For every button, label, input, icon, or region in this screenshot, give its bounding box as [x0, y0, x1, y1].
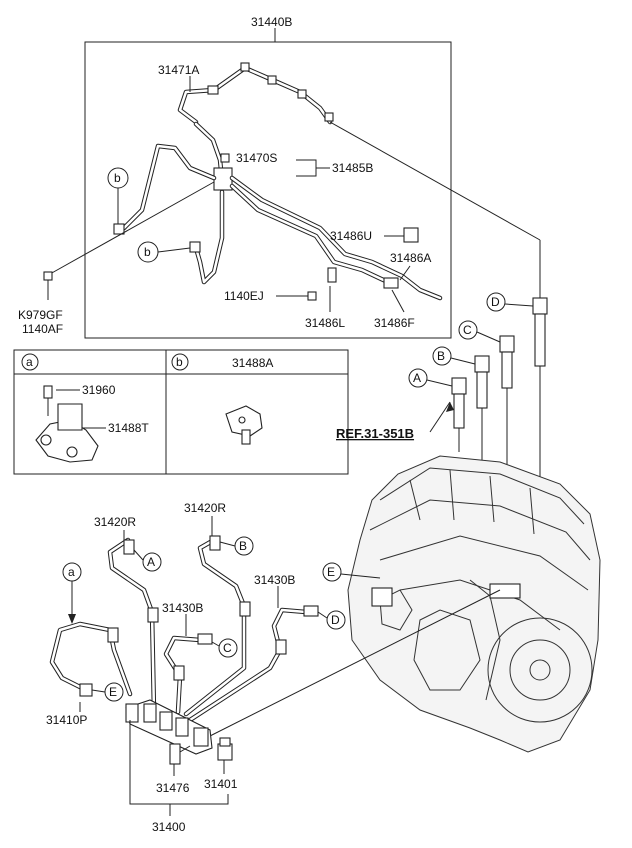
- label-31471A[interactable]: 31471A: [158, 63, 199, 77]
- label-31485B[interactable]: 31485B: [332, 161, 373, 175]
- label-1140EJ[interactable]: 1140EJ: [224, 289, 264, 303]
- label-1140AF[interactable]: 1140AF: [22, 322, 63, 336]
- callout-A-pipe-label: A: [147, 555, 155, 569]
- detail-b-callout[interactable]: [171, 353, 189, 371]
- reference-label[interactable]: REF.31-351B: [336, 401, 454, 441]
- clip-31488A[interactable]: [225, 405, 263, 445]
- callout-D-injector[interactable]: [486, 292, 506, 312]
- detail-a-label: a: [26, 355, 33, 369]
- return-pipe-31471A[interactable]: [177, 65, 333, 125]
- callout-C-pipe-label: C: [223, 641, 232, 655]
- callout-C-injector[interactable]: [458, 320, 478, 340]
- label-31476[interactable]: 31476: [156, 781, 190, 795]
- label-31488A[interactable]: 31488A: [232, 356, 273, 370]
- label-31430B-1[interactable]: 31430B: [162, 601, 203, 615]
- high-pressure-lines: 31420R A 31420R B 31430B C 31430B D: [46, 501, 501, 834]
- label-K979GF[interactable]: K979GF: [18, 308, 63, 322]
- callout-E-pipe-label: E: [109, 685, 117, 699]
- return-hose-assembly: 31440B 31471A 31470S 31485B: [43, 15, 541, 339]
- label-31960[interactable]: 31960: [82, 383, 116, 397]
- label-31486U[interactable]: 31486U: [330, 229, 372, 243]
- callout-C-injector-label: C: [463, 323, 472, 337]
- callout-B-injector-label: B: [437, 349, 445, 363]
- pipe-31430B-D[interactable]: [187, 607, 309, 723]
- label-31486L[interactable]: 31486L: [305, 316, 345, 330]
- label-31401[interactable]: 31401: [204, 777, 238, 791]
- lower-hose[interactable]: [193, 189, 225, 285]
- callout-E-engine-label: E: [327, 565, 335, 579]
- label-31430B-2[interactable]: 31430B: [254, 573, 295, 587]
- detail-table: a b 31488A 31960 31488T: [13, 349, 349, 475]
- detail-a-callout[interactable]: [21, 353, 39, 371]
- engine-block: [347, 455, 601, 753]
- callout-C-pipe[interactable]: [218, 638, 238, 658]
- bracket-31488T[interactable]: [35, 385, 99, 463]
- callout-A-injector-label: A: [413, 371, 421, 385]
- bolt-K979GF[interactable]: [43, 271, 53, 281]
- label-31410P[interactable]: 31410P: [46, 713, 87, 727]
- callout-b-upper-label: b: [114, 171, 121, 185]
- callout-B-pipe-label: B: [239, 539, 247, 553]
- callout-b-lower-label: b: [144, 245, 151, 259]
- callout-D-pipe-label: D: [331, 613, 340, 627]
- label-31488T[interactable]: 31488T: [108, 421, 149, 435]
- assembly-frame: [84, 41, 452, 339]
- ref-text: REF.31-351B: [336, 426, 414, 441]
- label-31420R-1[interactable]: 31420R: [94, 515, 136, 529]
- callout-A-injector[interactable]: [408, 368, 428, 388]
- callout-D-pipe[interactable]: [326, 610, 346, 630]
- label-31470S[interactable]: 31470S: [236, 151, 277, 165]
- label-31440B[interactable]: 31440B: [251, 15, 292, 29]
- rail-sensor-31401[interactable]: [217, 737, 233, 761]
- callout-D-injector-label: D: [491, 295, 500, 309]
- label-31486F[interactable]: 31486F: [374, 316, 415, 330]
- label-31486A[interactable]: 31486A: [390, 251, 431, 265]
- injector-A[interactable]: [451, 377, 467, 452]
- pressure-valve-31476[interactable]: [169, 743, 191, 765]
- injectors: A B C D: [408, 292, 548, 530]
- label-31420R-2[interactable]: 31420R: [184, 501, 226, 515]
- label-31400[interactable]: 31400: [152, 820, 186, 834]
- callout-a-pipe-label: a: [68, 565, 75, 579]
- detail-b-label: b: [176, 355, 183, 369]
- callout-B-injector[interactable]: [432, 346, 452, 366]
- callout-E-engine[interactable]: [322, 562, 342, 582]
- junction-block-31470S[interactable]: [213, 167, 233, 191]
- common-rail-31400[interactable]: [125, 699, 213, 755]
- callout-A-pipe[interactable]: [142, 552, 162, 572]
